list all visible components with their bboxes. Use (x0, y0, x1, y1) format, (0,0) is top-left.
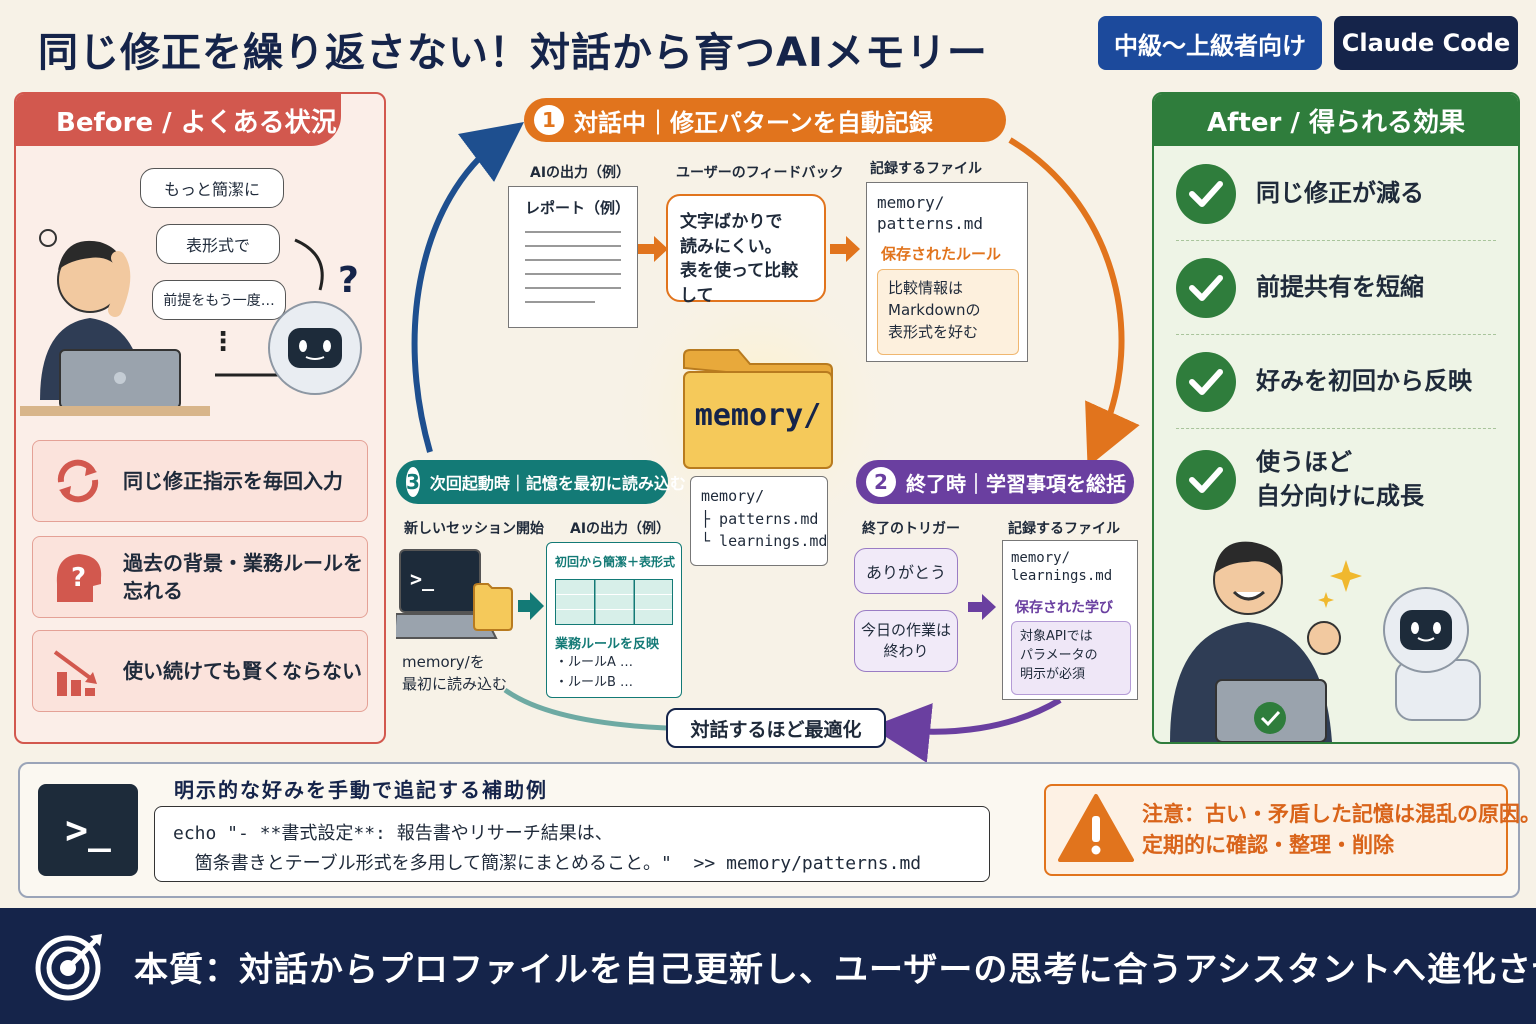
step3-output-card: 初回から簡潔＋表形式 業務ルールを反映 ・ルールA … ・ルールB … (546, 542, 682, 698)
saved-learning-label: 保存された学び (1015, 600, 1113, 616)
problem-text-1: 同じ修正指示を毎回入力 (123, 469, 343, 493)
trigger-end-work: 今日の作業は 終わり (854, 610, 958, 672)
arrow-step2-to-loop (870, 697, 1062, 763)
target-icon (35, 934, 102, 1001)
speech-bubble-2: 表形式で (156, 224, 280, 264)
report-document: レポート（例） (508, 186, 638, 328)
footer-text: 本質：対話からプロファイルを自己更新し、ユーザーの思考に合うアシスタントへ進化さ… (134, 949, 1536, 990)
arrow-right-icon (968, 594, 996, 620)
arrow-right-icon (638, 236, 668, 262)
mini-table-graphic (555, 579, 673, 625)
terminal-icon: >_ (38, 784, 138, 876)
step2-title: 終了時｜学習事項を総括 (906, 471, 1126, 496)
benefit-divider (1176, 428, 1496, 429)
svg-text:>_: >_ (410, 567, 435, 591)
patterns-file-name: memory/ patterns.md (877, 193, 983, 233)
problem-repeat-instructions: 同じ修正指示を毎回入力 (32, 440, 368, 522)
check-icon (1176, 450, 1236, 510)
feedback-bubble: 文字ばかりで 読みにくい。 表を使って比較して (666, 194, 826, 306)
step3-ai-output-label: AIの出力（例） (570, 521, 671, 537)
check-icon (1176, 164, 1236, 224)
step1-feedback-label: ユーザーのフィードバック (676, 165, 844, 181)
arrow-loop-to-step3 (503, 687, 667, 731)
code-snippet[interactable]: echo "- **書式設定**: 報告書やリサーチ結果は、 箇条書きとテーブル… (154, 806, 990, 882)
step1-header: 1 対話中｜修正パターンを自動記録 (524, 98, 1006, 142)
step3-card-title: 初回から簡潔＋表形式 (555, 555, 676, 569)
step1-number: 1 (534, 105, 564, 135)
problem-forget-context: ? 過去の背景・業務ルールを 忘れる (32, 536, 368, 618)
problem-text-3: 使い続けても賢くならない (123, 659, 362, 683)
loop-label: 対話するほど最適化 (666, 708, 886, 748)
benefit-text-2: 前提共有を短縮 (1256, 273, 1424, 302)
memory-folder-label: memory/ (694, 398, 822, 433)
benefit-divider (1176, 240, 1496, 241)
step1-ai-output-label: AIの出力（例） (530, 165, 631, 181)
warning-text: 注意：古い・矛盾した記憶は混乱の原因。 定期的に確認・整理・削除 (1142, 801, 1536, 858)
arrow-step1-to-step2 (1008, 137, 1140, 468)
memory-file-tree: memory/ ├ patterns.md └ learnings.md (690, 476, 828, 566)
saved-rule-label: 保存されたルール (881, 245, 1002, 263)
check-icon (1176, 258, 1236, 318)
report-label: レポート（例） (525, 199, 631, 217)
declining-chart-icon (53, 650, 97, 696)
arrow-right-icon (830, 236, 860, 262)
happy-user-illustration (1170, 541, 1481, 742)
step3-header: 3 次回起動時｜記憶を最初に読み込む (396, 460, 686, 504)
benefit-text-4: 使うほど 自分向けに成長 (1256, 448, 1424, 510)
step2-file-label: 記録するファイル (1008, 521, 1120, 537)
speech-bubble-1: もっと簡潔に (140, 168, 284, 208)
step3-rules: ・ルールA … ・ルールB … (555, 655, 634, 690)
arrow-step3-to-step1 (411, 121, 524, 453)
step2-number: 2 (866, 467, 896, 497)
benefit-text-1: 同じ修正が減る (1256, 179, 1424, 208)
before-heading: Before / よくある状況 (16, 94, 341, 146)
patterns-file-card: memory/ patterns.md 保存されたルール 比較情報は Markd… (866, 182, 1028, 362)
svg-text:⋮: ⋮ (210, 327, 236, 357)
saved-learning-text: 対象APIでは パラメータの 明示が必須 (1011, 621, 1131, 695)
benefit-2: 前提共有を短縮 (1176, 258, 1500, 318)
step3-session-label: 新しいセッション開始 (404, 521, 544, 537)
step2-trigger-label: 終了のトリガー (862, 521, 960, 537)
level-badge: 中級〜上級者向け (1098, 16, 1322, 70)
saved-rule-text: 比較情報は Markdownの 表形式を好む (877, 269, 1019, 355)
benefit-3: 好みを初回から反映 (1176, 352, 1500, 412)
benefit-text-3: 好みを初回から反映 (1256, 367, 1472, 396)
page-title: 同じ修正を繰り返さない！対話から育つAIメモリー (38, 30, 988, 76)
benefit-divider (1176, 334, 1496, 335)
footer-banner: 本質：対話からプロファイルを自己更新し、ユーザーの思考に合うアシスタントへ進化さ… (0, 908, 1536, 1024)
svg-text:?: ? (71, 563, 86, 593)
svg-text:?: ? (338, 260, 359, 301)
step3-load-text: memory/を 最初に読み込む (402, 653, 508, 693)
question-head-icon: ? (56, 554, 102, 602)
memory-folder-icon (683, 349, 833, 469)
confused-user-illustration: ⋮ ? (20, 229, 362, 416)
laptop-terminal-icon: >_ (396, 549, 544, 639)
warning-icon (1058, 794, 1134, 862)
check-icon (1176, 352, 1236, 412)
speech-bubble-3: 前提をもう一度… (152, 280, 286, 320)
tool-badge: Claude Code (1334, 16, 1518, 70)
step3-title: 次回起動時｜記憶を最初に読み込む (429, 474, 686, 493)
step3-number: 3 (406, 467, 420, 497)
step2-header: 2 終了時｜学習事項を総括 (856, 460, 1134, 504)
step1-title: 対話中｜修正パターンを自動記録 (574, 108, 933, 137)
problem-text-2: 過去の背景・業務ルールを 忘れる (123, 551, 363, 603)
refresh-icon (57, 459, 99, 503)
learnings-file-name: memory/ learnings.md (1011, 550, 1113, 585)
learnings-file-card: memory/ learnings.md 保存された学び 対象APIでは パラメ… (1002, 540, 1138, 700)
tip-title: 明示的な好みを手動で追記する補助例 (174, 778, 548, 802)
trigger-thanks: ありがとう (854, 548, 958, 594)
step1-file-label: 記録するファイル (870, 161, 982, 177)
problem-not-improving: 使い続けても賢くならない (32, 630, 368, 712)
after-heading: After / 得られる効果 (1154, 94, 1518, 146)
step3-rule-title: 業務ルールを反映 (555, 637, 660, 652)
benefit-4: 使うほど 自分向けに成長 (1176, 444, 1500, 516)
benefit-1: 同じ修正が減る (1176, 164, 1500, 224)
